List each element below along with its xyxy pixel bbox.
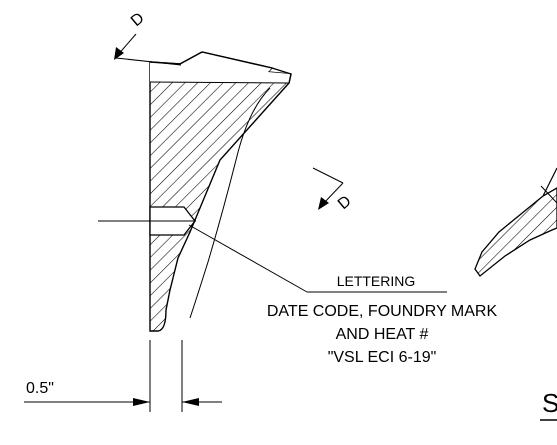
dimension-arrowhead-right xyxy=(182,398,199,406)
partial-section-label: S xyxy=(542,388,557,418)
adjacent-section-cut xyxy=(540,185,557,204)
section-marker-top-label: D xyxy=(128,10,148,30)
bracket-top-line-5 xyxy=(288,73,292,84)
lettering-heading: LETTERING xyxy=(337,273,416,289)
section-marker-top: D xyxy=(114,10,182,66)
section-marker-right: D xyxy=(312,167,355,213)
lettering-leader: LETTERING xyxy=(188,224,447,293)
thickness-dimension: 0.5" xyxy=(24,340,222,412)
bracket-top-edge xyxy=(149,81,290,84)
lettering-line-1: DATE CODE, FOUNDRY MARK xyxy=(267,303,498,320)
lettering-line-3: "VSL ECI 6-19" xyxy=(328,349,437,366)
bracket-hatched-body xyxy=(150,68,291,331)
bracket-top-line-4 xyxy=(271,67,292,75)
section-marker-right-label: D xyxy=(335,193,355,213)
section-line-top xyxy=(115,57,182,66)
leader-line xyxy=(188,224,308,293)
bracket-top-surface xyxy=(150,52,291,83)
lettering-line-2: AND HEAT # xyxy=(336,326,429,343)
dimension-value: 0.5" xyxy=(26,380,54,397)
section-arrowhead-right xyxy=(318,197,329,210)
bracket-top-line-2 xyxy=(179,51,203,65)
adjacent-section-hatched xyxy=(474,187,557,277)
bracket-section xyxy=(98,51,292,332)
dimension-arrowhead-left xyxy=(133,398,150,406)
bracket-top-line-3 xyxy=(201,51,273,69)
section-arrowhead-top xyxy=(114,47,124,60)
lettering-note: DATE CODE, FOUNDRY MARK AND HEAT # "VSL … xyxy=(267,303,498,366)
section-line-right xyxy=(312,167,344,184)
adjacent-section-partial: S xyxy=(474,167,557,421)
bracket-inner-profile xyxy=(189,87,271,319)
